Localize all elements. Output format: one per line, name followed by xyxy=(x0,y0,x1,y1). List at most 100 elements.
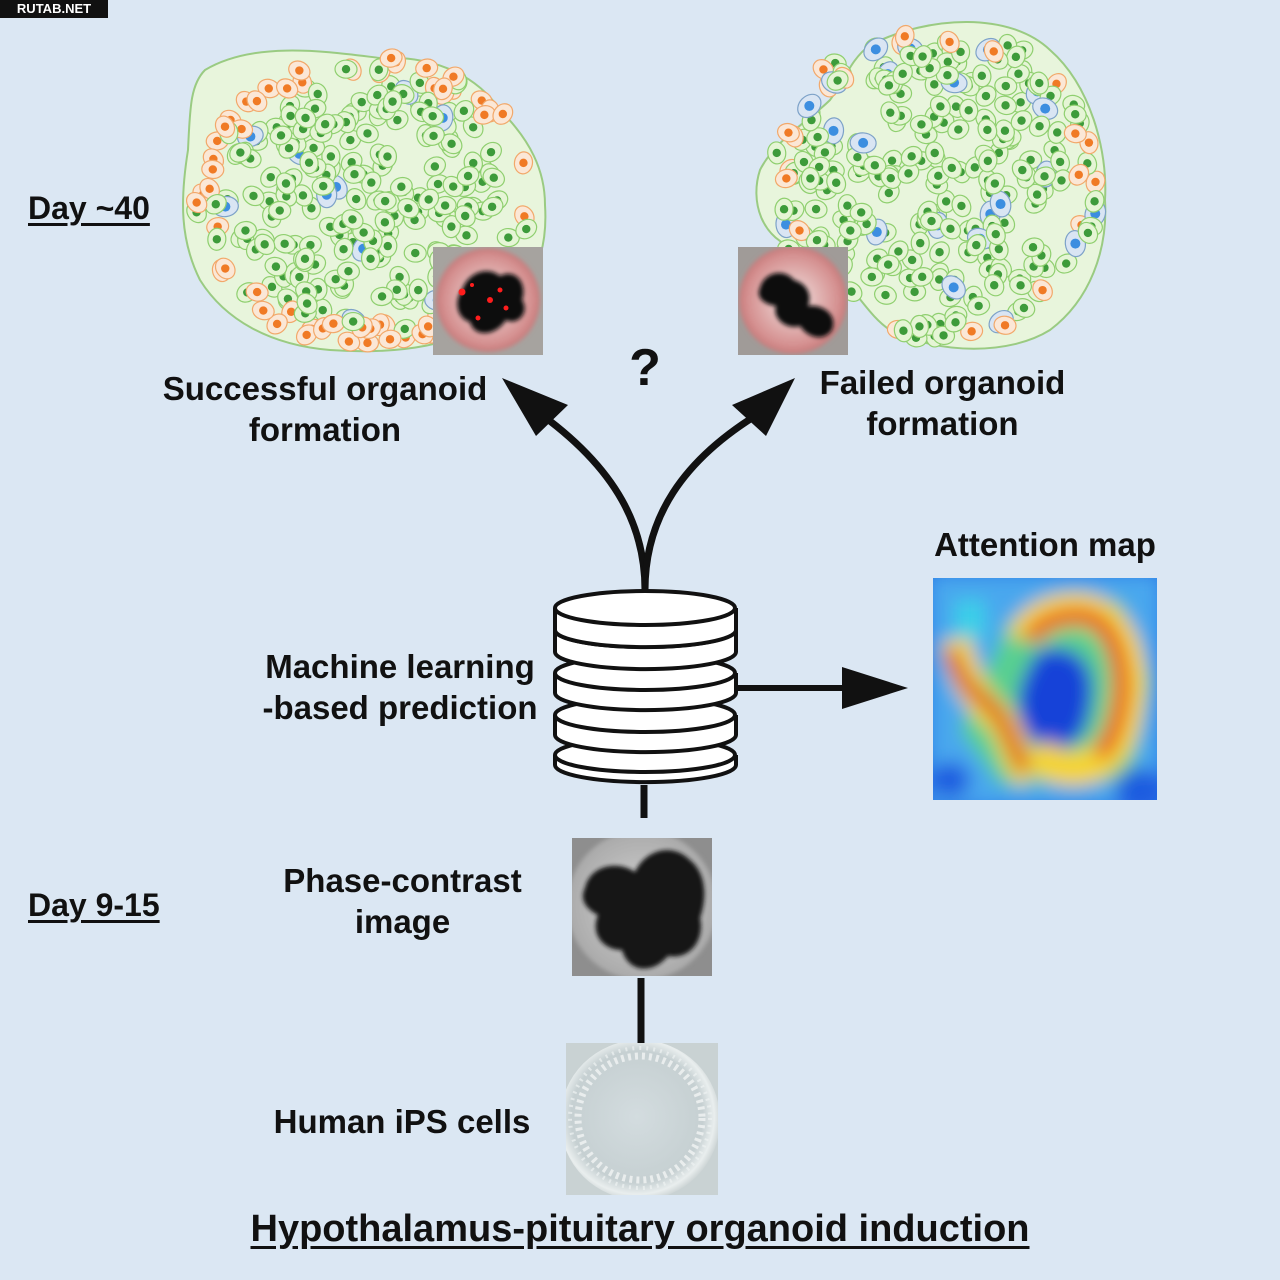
green-cell-nucleus xyxy=(341,64,351,74)
green-cell-nucleus xyxy=(907,152,916,161)
green-cell-nucleus xyxy=(934,171,943,181)
orange-cell-nucleus xyxy=(259,306,268,315)
green-cell-nucleus xyxy=(981,91,991,101)
green-cell-nucleus xyxy=(380,218,390,227)
green-cell-nucleus xyxy=(906,51,915,61)
green-cell-nucleus xyxy=(1019,303,1029,313)
green-cell-nucleus xyxy=(489,173,498,182)
green-cell-nucleus xyxy=(1028,243,1038,252)
green-cell-nucleus xyxy=(779,205,789,214)
green-cell-nucleus xyxy=(943,70,952,80)
green-cell-nucleus xyxy=(917,120,926,129)
arrow-to-failed xyxy=(641,406,769,594)
green-cell-nucleus xyxy=(1000,126,1010,135)
orange-cell-nucleus xyxy=(438,84,448,94)
green-cell-nucleus xyxy=(936,102,945,111)
failed-formation-label: Failed organoid formation xyxy=(800,362,1085,444)
green-cell-nucleus xyxy=(990,281,999,290)
phase-label-line1: Phase-contrast xyxy=(283,862,522,899)
ml-prediction-label: Machine learning -based prediction xyxy=(250,646,550,728)
branch-arrows xyxy=(531,406,769,594)
successful-organoid-micrograph xyxy=(433,247,543,355)
orange-cell-nucleus xyxy=(519,158,528,168)
blue-cell-nucleus xyxy=(870,44,881,55)
green-cell-nucleus xyxy=(846,226,855,235)
orange-cell-nucleus xyxy=(213,136,222,146)
green-cell-nucleus xyxy=(954,125,963,134)
arrowhead-failed xyxy=(732,378,795,436)
green-cell-nucleus xyxy=(918,52,927,61)
green-cell-nucleus xyxy=(468,123,478,132)
green-cell-nucleus xyxy=(915,322,924,331)
blue-cell-nucleus xyxy=(948,282,959,293)
green-cell-nucleus xyxy=(351,194,361,204)
green-cell-nucleus xyxy=(260,240,269,249)
orange-cell-nucleus xyxy=(480,110,489,120)
green-cell-nucleus xyxy=(883,260,893,269)
green-cell-nucleus xyxy=(964,106,973,115)
green-cell-nucleus xyxy=(862,219,871,229)
successful-label-line1: Successful organoid xyxy=(162,370,488,407)
day-9-15-label: Day 9-15 xyxy=(28,887,160,923)
green-cell-nucleus xyxy=(276,131,286,140)
green-cell-nucleus xyxy=(366,254,375,263)
arrow-to-success xyxy=(531,406,649,594)
failed-organoid-micrograph xyxy=(738,247,848,355)
green-cell-nucleus xyxy=(941,197,951,206)
green-cell-nucleus xyxy=(350,170,359,179)
green-cell-nucleus xyxy=(395,272,404,282)
green-cell-nucleus xyxy=(970,163,980,172)
successful-label-line2: formation xyxy=(248,411,402,448)
green-cell-nucleus xyxy=(397,182,406,191)
green-cell-nucleus xyxy=(881,290,890,300)
green-cell-nucleus xyxy=(1061,259,1071,268)
orange-cell-nucleus xyxy=(205,184,214,194)
green-cell-nucleus xyxy=(1053,128,1062,137)
green-cell-nucleus xyxy=(271,262,281,271)
green-cell-nucleus xyxy=(947,163,957,173)
green-cell-nucleus xyxy=(414,285,423,295)
green-cell-nucleus xyxy=(306,240,315,250)
green-cell-nucleus xyxy=(799,157,809,167)
green-cell-nucleus xyxy=(886,108,895,117)
orange-cell-nucleus xyxy=(782,174,791,183)
ips-cells-micrograph xyxy=(566,1043,718,1195)
orange-cell-nucleus xyxy=(344,337,354,346)
phase-contrast-micrograph xyxy=(572,838,712,976)
green-cell-nucleus xyxy=(249,191,258,201)
phase-contrast-label: Phase-contrast image xyxy=(270,860,535,942)
green-cell-nucleus xyxy=(1000,218,1009,228)
green-cell-nucleus xyxy=(884,188,894,198)
green-cell-nucleus xyxy=(430,162,440,171)
green-cell-nucleus xyxy=(1046,91,1055,101)
green-cell-nucleus xyxy=(449,182,458,191)
orange-cell-nucleus xyxy=(208,165,217,174)
green-cell-nucleus xyxy=(522,224,531,234)
green-cell-nucleus xyxy=(843,201,852,210)
orange-cell-nucleus xyxy=(272,319,282,329)
green-cell-nucleus xyxy=(1017,116,1026,125)
green-cell-nucleus xyxy=(325,222,335,232)
green-cell-nucleus xyxy=(894,247,903,256)
orange-cell-nucleus xyxy=(295,66,304,75)
orange-cell-nucleus xyxy=(329,319,338,328)
green-cell-nucleus xyxy=(1083,228,1093,238)
phase-label-line2: image xyxy=(354,903,451,940)
ml-label-line1: Machine learning xyxy=(265,648,535,685)
green-cell-nucleus xyxy=(1001,81,1010,91)
green-cell-nucleus xyxy=(211,200,220,209)
green-cell-nucleus xyxy=(348,317,358,326)
green-cell-nucleus xyxy=(298,191,308,200)
green-cell-nucleus xyxy=(814,162,824,172)
green-cell-nucleus xyxy=(870,161,880,170)
figure-title-text: Hypothalamus-pituitary organoid inductio… xyxy=(250,1208,1030,1250)
blue-cell-nucleus xyxy=(1070,238,1081,249)
green-cell-nucleus xyxy=(440,201,450,210)
green-cell-nucleus xyxy=(813,132,822,142)
green-cell-nucleus xyxy=(363,129,372,138)
green-cell-nucleus xyxy=(463,171,473,181)
green-cell-nucleus xyxy=(348,215,357,224)
green-cell-nucleus xyxy=(943,57,952,67)
green-cell-nucleus xyxy=(447,139,456,149)
